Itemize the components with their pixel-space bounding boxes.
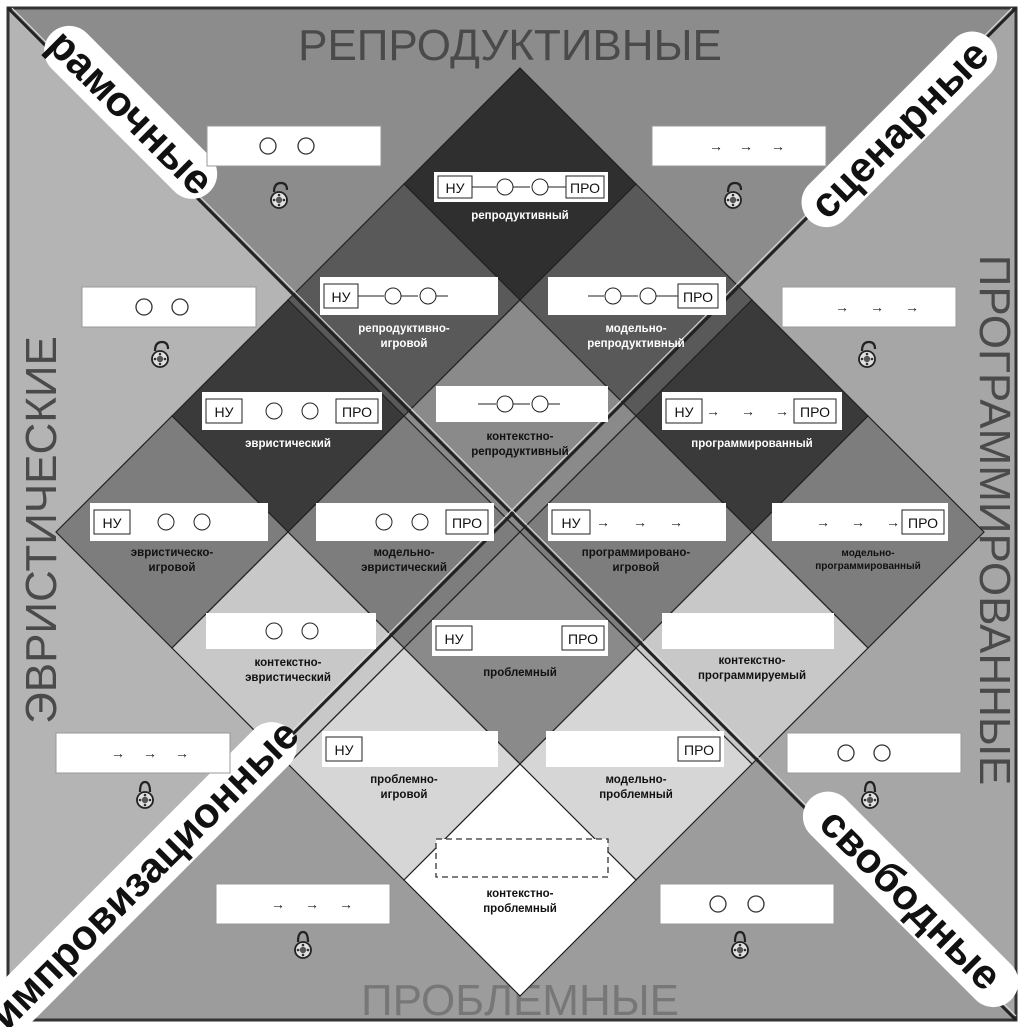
svg-text:программированный: программированный [691,438,812,450]
cell-box-model-reproductive: ПРО модельно- репродуктивный [548,277,726,350]
svg-text:→: → [835,299,849,315]
svg-text:проблемно-: проблемно- [370,774,438,786]
cell-box-reproductive-game: НУ репродуктивно- игровой [320,277,498,350]
cell-box-context-programmed: контекстно- программируемый [662,613,834,682]
svg-text:→: → [669,514,683,530]
cell-box-context-heuristic: контекстно- эвристический [206,613,376,684]
svg-text:→: → [305,896,319,912]
legend-mid-right: → → → [781,286,957,369]
svg-text:проблемный: проблемный [483,903,557,915]
svg-text:модельно-: модельно- [605,774,666,786]
svg-text:НУ: НУ [334,742,353,758]
svg-text:эвристический: эвристический [245,438,331,450]
legend-mid-left [81,286,257,369]
svg-text:→: → [633,514,647,530]
svg-text:→: → [143,745,157,761]
cell-box-heuristic-game: НУ эвристическо- игровой [90,503,268,574]
svg-text:программированный: программированный [815,561,921,572]
svg-text:НУ: НУ [214,404,233,420]
svg-text:эвристический: эвристический [361,562,447,574]
svg-text:программируемый: программируемый [698,670,806,682]
svg-text:→: → [271,896,285,912]
svg-text:репродуктивный: репродуктивный [471,446,568,458]
cell-box-model-problem: ПРО модельно- проблемный [546,731,724,801]
svg-text:НУ: НУ [674,404,693,420]
cell-box-context-reproductive: контекстно- репродуктивный [436,386,608,458]
svg-text:репродуктивный: репродуктивный [471,210,568,222]
svg-text:→: → [886,514,900,530]
cell-box-problem: НУ ПРО проблемный [432,620,608,679]
svg-text:игровой: игровой [381,789,428,801]
svg-text:игровой: игровой [381,338,428,350]
cell-box-reproductive: НУ ПРО репродуктивный [434,172,608,222]
svg-text:→: → [816,514,830,530]
svg-text:→: → [111,745,125,761]
svg-text:ПРО: ПРО [800,404,830,420]
svg-text:→: → [851,514,865,530]
svg-text:ПРО: ПРО [452,515,482,531]
svg-text:→: → [771,138,785,154]
svg-text:→: → [596,514,610,530]
svg-text:проблемный: проблемный [483,667,557,679]
svg-text:контекстно-: контекстно- [486,431,553,443]
legend-top-left [206,125,382,210]
svg-text:→: → [706,403,720,419]
cell-box-programmed: НУ → → → ПРО программированный [662,392,842,450]
svg-text:НУ: НУ [331,289,350,305]
svg-text:репродуктивный: репродуктивный [587,338,684,350]
svg-text:→: → [709,138,723,154]
svg-text:НУ: НУ [444,631,463,647]
svg-text:ПРО: ПРО [908,515,938,531]
svg-text:модельно-: модельно- [373,547,434,559]
svg-text:модельно-: модельно- [841,548,894,559]
svg-text:контекстно-: контекстно- [486,888,553,900]
cell-box-model-programmed: → → → ПРО модельно- программированный [772,503,948,572]
svg-text:→: → [775,403,789,419]
svg-text:ПРО: ПРО [570,180,600,196]
side-title-top: РЕПРОДУКТИВНЫЕ [298,21,722,70]
legend-top-right: → → → [651,125,827,210]
legend-bottom-left: → → → [215,883,391,960]
svg-text:эвристическо-: эвристическо- [131,547,214,559]
svg-text:модельно-: модельно- [605,323,666,335]
svg-text:контекстно-: контекстно- [254,657,321,669]
legend-low-left: → → → [55,732,231,810]
svg-text:ПРО: ПРО [684,742,714,758]
svg-text:репродуктивно-: репродуктивно- [358,323,450,335]
legend-low-right [786,732,962,810]
svg-text:→: → [741,403,755,419]
svg-text:программировано-: программировано- [582,547,691,559]
svg-text:игровой: игровой [149,562,196,574]
cell-box-programmed-game: НУ → → → программировано- игровой [548,503,726,574]
svg-text:→: → [905,299,919,315]
cell-box-problem-game: НУ проблемно- игровой [322,731,498,801]
svg-text:→: → [870,299,884,315]
cell-box-context-problem: контекстно- проблемный [435,838,609,915]
svg-text:ПРО: ПРО [683,289,713,305]
outer-frame [6,6,1018,1022]
side-title-right: ПРОГРАММИРОВАННЫЕ [970,255,1019,785]
svg-text:ПРО: ПРО [342,404,372,420]
legend-bottom-right [659,883,835,960]
svg-text:игровой: игровой [613,562,660,574]
cell-box-heuristic: НУ ПРО эвристический [202,392,382,450]
svg-text:НУ: НУ [445,180,464,196]
svg-text:контекстно-: контекстно- [718,655,785,667]
svg-text:→: → [339,896,353,912]
svg-text:НУ: НУ [102,515,121,531]
svg-text:НУ: НУ [561,515,580,531]
svg-text:→: → [175,745,189,761]
svg-text:→: → [739,138,753,154]
svg-text:эвристический: эвристический [245,672,331,684]
svg-text:ПРО: ПРО [568,631,598,647]
svg-text:проблемный: проблемный [599,789,673,801]
cell-box-model-heuristic: ПРО модельно- эвристический [316,503,494,574]
